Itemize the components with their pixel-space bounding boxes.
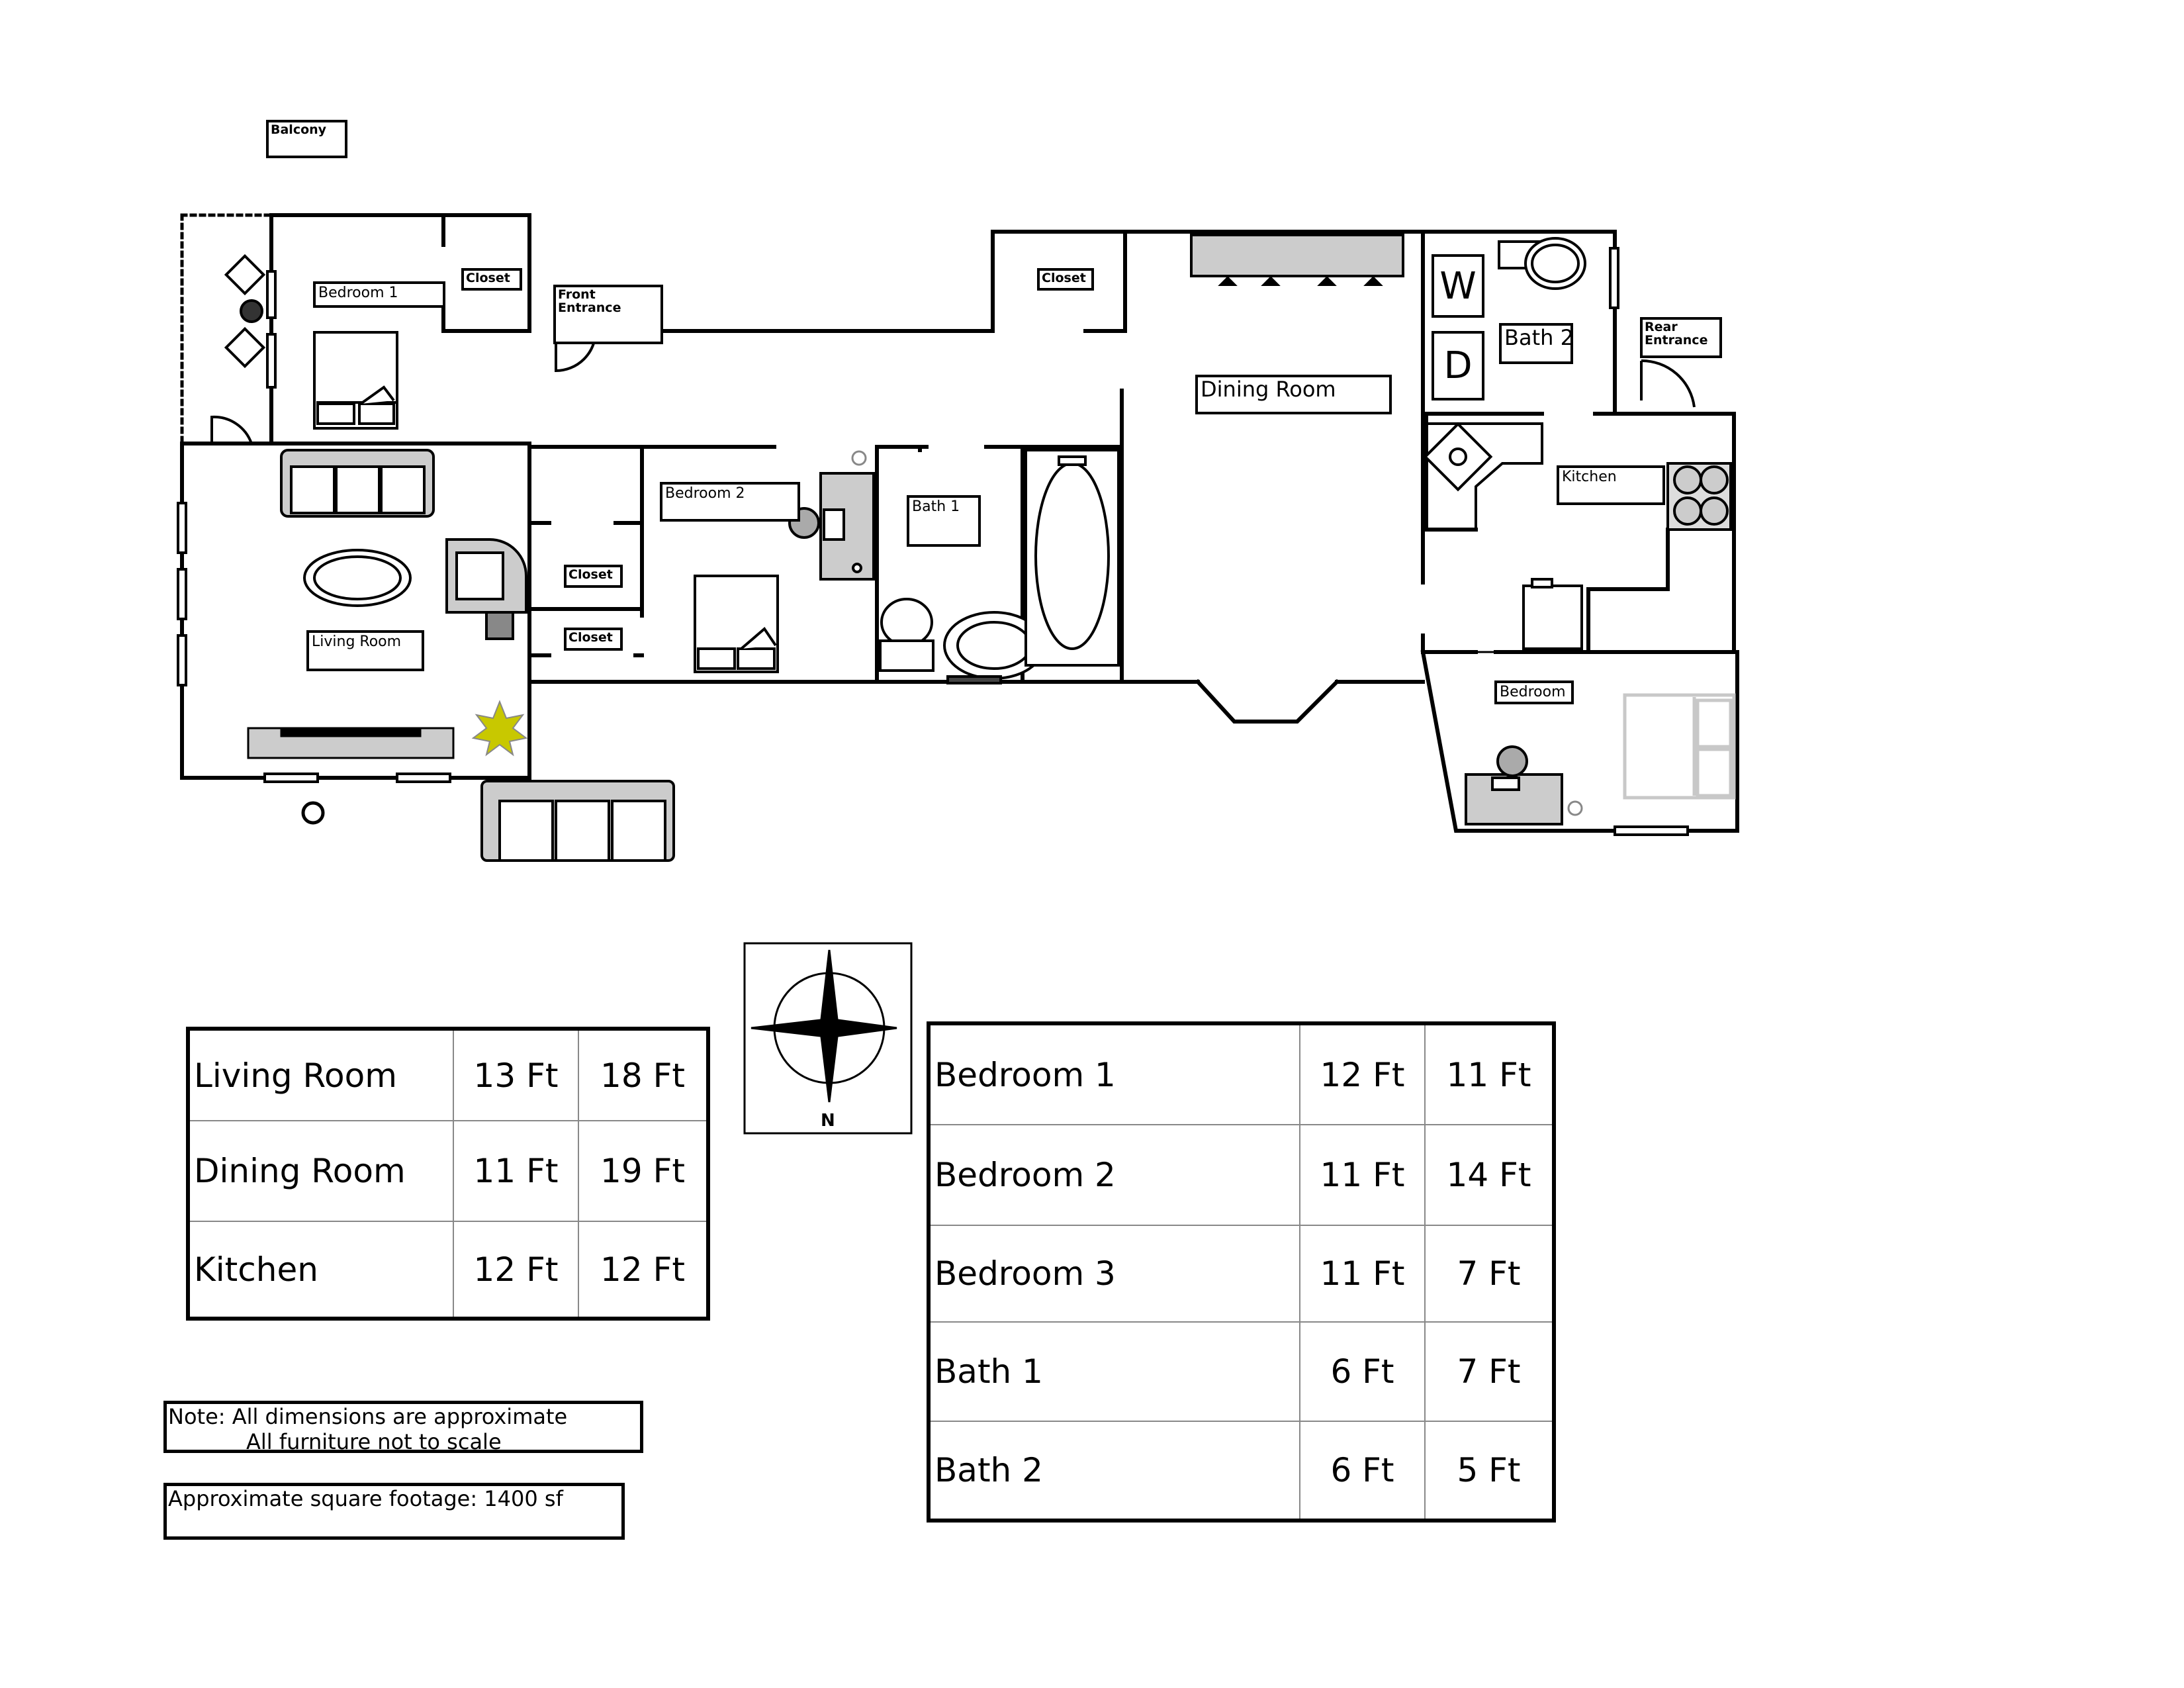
- room-name: Bedroom 2: [928, 1124, 1300, 1226]
- room-dim: 14 Ft: [1424, 1124, 1555, 1226]
- closet-upper-label: Closet: [564, 565, 623, 588]
- closet-hall-label: Closet: [1037, 268, 1094, 291]
- square-footage-note: Approximate square footage: 1400 sf: [163, 1483, 625, 1540]
- stove-icon: [1423, 422, 1493, 492]
- room-dim: 11 Ft: [1424, 1023, 1555, 1125]
- note-line2: All furniture not to scale: [246, 1429, 502, 1454]
- room-name: Kitchen: [187, 1221, 454, 1319]
- room-dim: 7 Ft: [1424, 1321, 1555, 1422]
- tv-stand-icon: [247, 727, 455, 759]
- kitchen-label: Kitchen: [1557, 465, 1665, 505]
- compass-north-label: N: [821, 1111, 835, 1131]
- windows: [177, 247, 1689, 836]
- table-row: Living Room 13 Ft 18 Ft: [187, 1028, 709, 1121]
- toilet-icon: [879, 598, 934, 672]
- room-dim: 12 Ft: [1299, 1023, 1426, 1125]
- dining-room-label: Dining Room: [1195, 375, 1392, 414]
- desk-icon: [1465, 745, 1563, 825]
- cooktop-icon: [1666, 462, 1732, 531]
- room-dimensions-table-left: Living Room 13 Ft 18 Ft Dining Room 11 F…: [186, 1027, 710, 1321]
- bath2-sink-icon: [1498, 237, 1586, 290]
- lamp-icon: [301, 801, 325, 825]
- room-name: Dining Room: [187, 1120, 454, 1222]
- room-dim: 18 Ft: [578, 1028, 709, 1121]
- bath1-label: Bath 1: [907, 495, 981, 547]
- dimensions-note: Note: All dimensions are approximate All…: [163, 1401, 643, 1454]
- room-name: Bedroom 3: [928, 1225, 1300, 1323]
- dishwasher-icon: [1522, 578, 1583, 650]
- coffee-table-icon: [303, 549, 412, 607]
- room-name: Bath 2: [928, 1421, 1300, 1521]
- sink-icon: [943, 611, 1045, 684]
- bed-icon: [1623, 693, 1736, 800]
- room-dim: 5 Ft: [1424, 1421, 1555, 1521]
- table-row: Dining Room 11 Ft 19 Ft: [187, 1120, 709, 1222]
- bed-icon: [694, 575, 779, 673]
- sideboard-icon: [1190, 234, 1404, 286]
- room-dimensions-table-right: Bedroom 1 12 Ft 11 Ft Bedroom 2 11 Ft 14…: [927, 1021, 1556, 1523]
- room-dim: 19 Ft: [578, 1120, 709, 1222]
- room-dim: 6 Ft: [1299, 1321, 1426, 1422]
- bed-icon: [313, 331, 398, 430]
- compass-icon: [743, 942, 913, 1135]
- room-dim: 11 Ft: [453, 1120, 579, 1222]
- room-dim: 7 Ft: [1424, 1225, 1555, 1323]
- balcony-chairs-icon: [224, 254, 266, 369]
- counter-icon: [1426, 422, 1543, 530]
- room-name: Bath 1: [928, 1321, 1300, 1422]
- table-row: Bedroom 1 12 Ft 11 Ft: [928, 1023, 1555, 1125]
- table-row: Bedroom 2 11 Ft 14 Ft: [928, 1124, 1555, 1226]
- rear-entrance-line1: Rear: [1645, 320, 1678, 334]
- living-room-label: Living Room: [306, 630, 424, 671]
- rear-entrance-line2: Entrance: [1645, 332, 1708, 348]
- rear-entrance-label: Rear Entrance: [1640, 317, 1722, 358]
- bathtub-icon: [1024, 449, 1120, 667]
- room-dim: 6 Ft: [1299, 1421, 1426, 1521]
- front-entrance-label: Front Entrance: [553, 285, 663, 344]
- table-row: Bath 2 6 Ft 5 Ft: [928, 1421, 1555, 1521]
- bath2-label: Bath 2: [1499, 323, 1573, 364]
- washer-icon: W: [1432, 254, 1484, 318]
- outdoor-sofa-icon: [480, 780, 675, 862]
- plant-icon: [471, 700, 528, 757]
- room-name: Living Room: [187, 1028, 454, 1121]
- closet-lower-label: Closet: [564, 628, 623, 651]
- dryer-icon: D: [1432, 331, 1484, 400]
- room-dim: 12 Ft: [453, 1221, 579, 1319]
- room-dim: 11 Ft: [1299, 1225, 1426, 1323]
- table-row: Bath 1 6 Ft 7 Ft: [928, 1321, 1555, 1422]
- armchair-icon: [445, 538, 527, 640]
- front-entrance-line2: Entrance: [558, 300, 621, 315]
- bedroom3-label: Bedroom 3: [1494, 680, 1574, 704]
- bedroom1-label: Bedroom 1: [313, 281, 445, 308]
- note-line1: Note: All dimensions are approximate: [168, 1404, 568, 1429]
- bedroom2-label: Bedroom 2: [660, 482, 800, 522]
- balcony-label: Balcony: [266, 120, 347, 158]
- light-icon: [851, 450, 1583, 816]
- table-row: Bedroom 3 11 Ft 7 Ft: [928, 1225, 1555, 1323]
- sofa-icon: [280, 449, 435, 518]
- desk-icon: [788, 472, 875, 581]
- room-dim: 13 Ft: [453, 1028, 579, 1121]
- room-name: Bedroom 1: [928, 1023, 1300, 1125]
- room-dim: 11 Ft: [1299, 1124, 1426, 1226]
- closet-bed1-label: Closet: [461, 268, 522, 291]
- table-row: Kitchen 12 Ft 12 Ft: [187, 1221, 709, 1319]
- room-dim: 12 Ft: [578, 1221, 709, 1319]
- front-entrance-line1: Front: [558, 287, 596, 302]
